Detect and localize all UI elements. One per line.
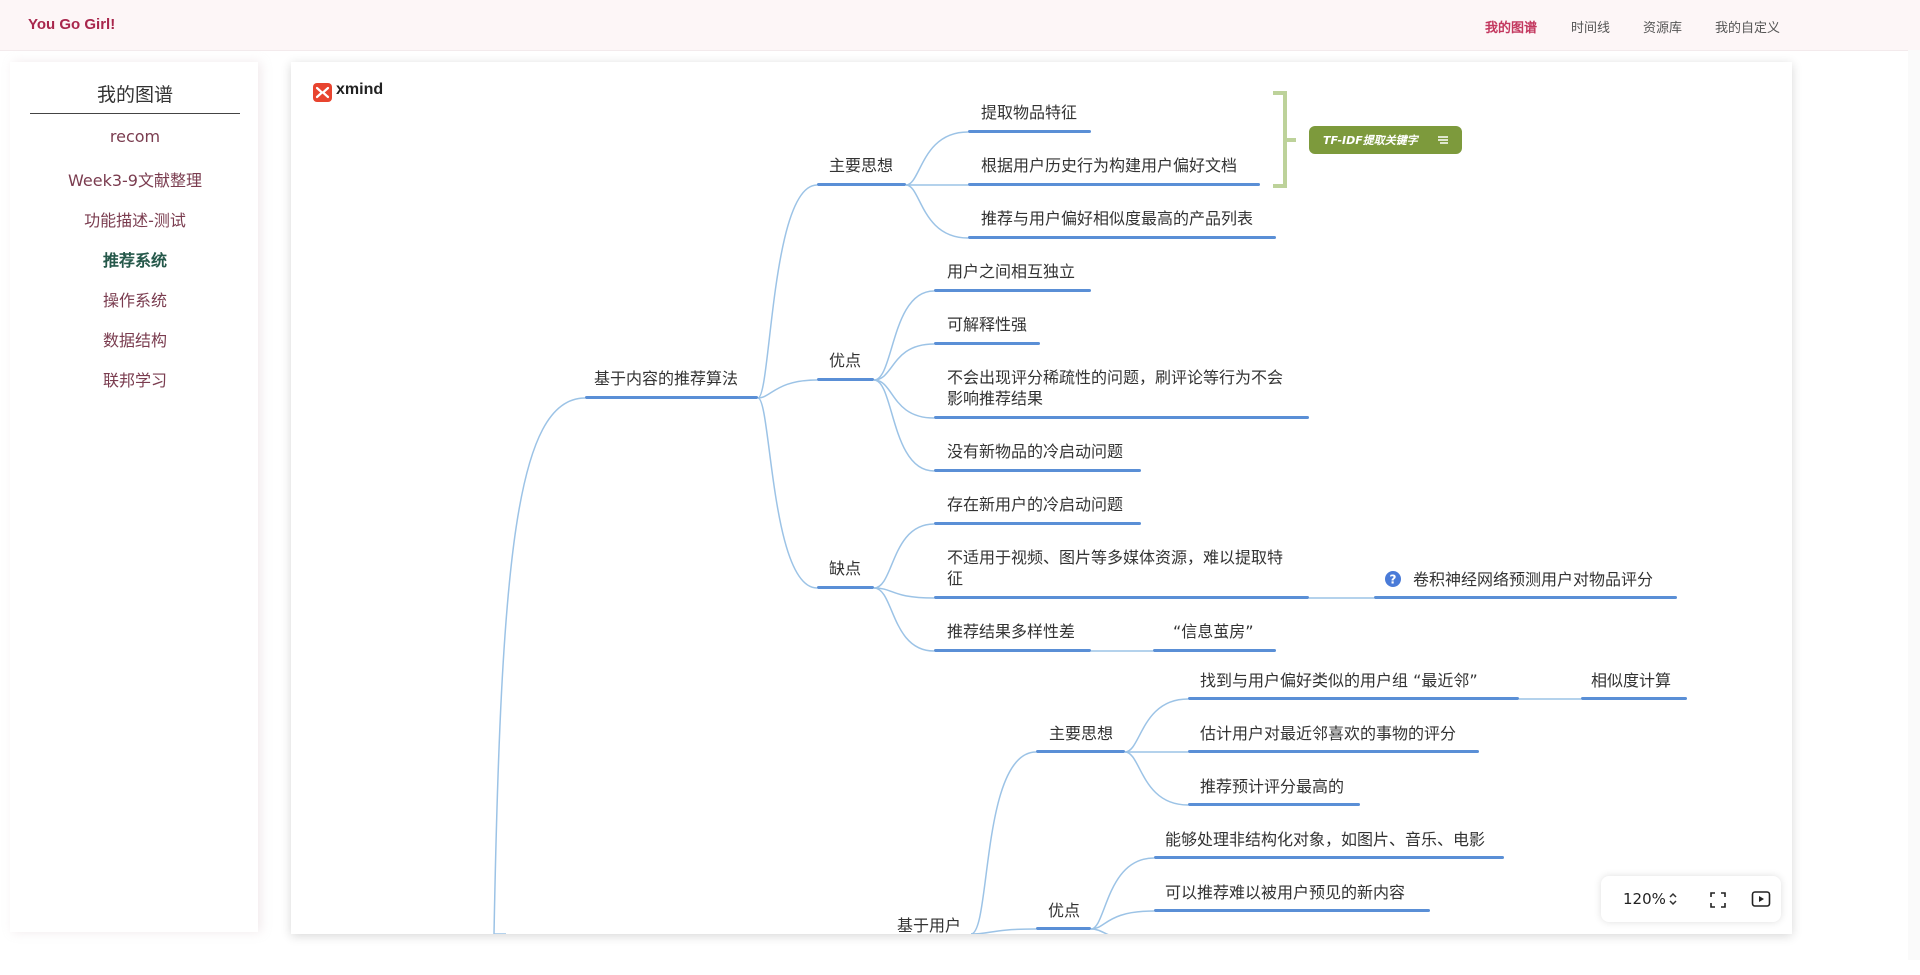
topic-build-profile[interactable]: 根据用户历史行为构建用户偏好文档 (981, 156, 1238, 175)
zoom-toolbar: 120% (1601, 876, 1781, 922)
underline-main-idea (817, 183, 906, 186)
topic-main-idea[interactable]: 主要思想 (829, 156, 894, 175)
chevron-up-down-icon[interactable] (1667, 890, 1679, 908)
summary-bracket (1273, 91, 1296, 188)
topic-no-sparsity-line2[interactable]: 影响推荐结果 (947, 389, 1044, 408)
topic-cnn[interactable]: 卷积神经网络预测用户对物品评分 (1413, 570, 1654, 589)
sidebar-item-data-structures[interactable]: 数据结构 (102, 331, 167, 350)
topic-independent[interactable]: 用户之间相互独立 (947, 262, 1076, 281)
topic-media-line2[interactable]: 征 (947, 569, 964, 588)
topic-estimate[interactable]: 估计用户对最近邻喜欢的事物的评分 (1200, 724, 1457, 743)
xmind-logo-icon (313, 83, 332, 102)
topic-no-sparsity-line1[interactable]: 不会出现评分稀疏性的问题，刷评论等行为不会 (947, 368, 1284, 387)
topic-info-cocoon[interactable]: “信息茧房” (1173, 622, 1254, 641)
topic-extract-features[interactable]: 提取物品特征 (981, 103, 1078, 122)
summary-topic-label: TF-IDF提取关键字 (1323, 134, 1418, 147)
summary-topic-tfidf[interactable]: TF-IDF提取关键字 (1309, 126, 1462, 154)
underline-disadvantages (817, 586, 874, 589)
sidebar-divider (30, 113, 240, 114)
topic-new-user-cold[interactable]: 存在新用户的冷启动问题 (947, 495, 1124, 514)
fullscreen-icon[interactable] (1709, 891, 1727, 909)
topic-no-cold-start[interactable]: 没有新物品的冷启动问题 (947, 442, 1124, 461)
topic-recommend-top[interactable]: 推荐预计评分最高的 (1200, 777, 1345, 796)
underline-interpretable (934, 342, 1040, 345)
topic-media-line1[interactable]: 不适用于视频、图片等多媒体资源，难以提取特 (947, 548, 1284, 567)
topic-ub-advantages[interactable]: 优点 (1048, 901, 1081, 920)
sidebar-item-week3-9[interactable]: Week3-9文献整理 (68, 171, 202, 190)
xmind-logo-text: xmind (336, 81, 384, 98)
underline-content-based (585, 396, 758, 399)
topic-advantages[interactable]: 优点 (829, 351, 862, 370)
sidebar-item-recommender[interactable]: 推荐系统 (102, 251, 167, 270)
notes-icon[interactable] (1437, 134, 1449, 146)
underline-diversity (934, 649, 1091, 652)
topic-disadvantages[interactable]: 缺点 (829, 559, 862, 578)
sidebar-item-federated[interactable]: 联邦学习 (102, 371, 167, 390)
topic-content-based[interactable]: 基于内容的推荐算法 (594, 369, 739, 388)
underline-no-sparsity (934, 416, 1309, 419)
underline-find-neighbors (1188, 697, 1519, 700)
sidebar-item-recom[interactable]: recom (109, 127, 161, 146)
page-scrollbar[interactable] (1908, 50, 1920, 960)
topic-low-diversity[interactable]: 推荐结果多样性差 (947, 622, 1076, 641)
nav-timeline[interactable]: 时间线 (1571, 21, 1611, 36)
underline-novel (1154, 909, 1430, 912)
topic-unstructured[interactable]: 能够处理非结构化对象，如图片、音乐、电影 (1165, 830, 1486, 849)
underline-cnn (1374, 596, 1677, 599)
underline-estimate (1188, 750, 1479, 753)
mindmap-branches: ? (493, 91, 1687, 934)
sidebar-item-os[interactable]: 操作系统 (102, 291, 167, 310)
underline-no-cold-start (934, 469, 1141, 472)
sidebar-title: 我的图谱 (96, 84, 173, 106)
underline-similarity (1581, 697, 1687, 700)
underline-independent (934, 289, 1091, 292)
nav-resources[interactable]: 资源库 (1643, 21, 1683, 36)
presentation-play-icon[interactable] (1751, 890, 1771, 908)
top-navbar: You Go Girl! 我的图谱 时间线 资源库 我的自定义 (0, 0, 1920, 51)
topic-user-based[interactable]: 基于用户 (897, 916, 962, 934)
topic-recommend-similar[interactable]: 推荐与用户偏好相似度最高的产品列表 (981, 209, 1254, 228)
underline-advantages (817, 378, 874, 381)
underline-media (934, 596, 1309, 599)
svg-text:?: ? (1390, 573, 1397, 587)
underline-extract (968, 130, 1091, 133)
mindmap-canvas[interactable]: xmind (291, 62, 1792, 934)
underline-ub-advantages (1036, 927, 1091, 930)
topic-find-neighbors[interactable]: 找到与用户偏好类似的用户组 “最近邻” (1200, 671, 1478, 690)
brand-logo[interactable]: You Go Girl! (28, 16, 116, 33)
sidebar-item-feature-test[interactable]: 功能描述-测试 (84, 211, 186, 230)
underline-recommend-top (1188, 803, 1360, 806)
underline-cocoon (1153, 649, 1276, 652)
zoom-level[interactable]: 120% (1623, 890, 1666, 908)
sidebar: 我的图谱 recom Week3-9文献整理 功能描述-测试 推荐系统 操作系统… (10, 62, 258, 932)
topic-similarity[interactable]: 相似度计算 (1591, 671, 1672, 690)
question-icon[interactable]: ? (1385, 571, 1401, 587)
topic-ub-main-idea[interactable]: 主要思想 (1049, 724, 1114, 743)
underline-ub-main (1036, 750, 1125, 753)
nav-custom[interactable]: 我的自定义 (1715, 21, 1781, 36)
topic-interpretable[interactable]: 可解释性强 (947, 315, 1028, 334)
nav-my-graph[interactable]: 我的图谱 (1485, 21, 1538, 36)
underline-unstructured (1154, 856, 1504, 859)
underline-profile (968, 183, 1260, 186)
topic-novel[interactable]: 可以推荐难以被用户预见的新内容 (1165, 883, 1406, 902)
underline-new-user (934, 522, 1141, 525)
underline-recommend-similar (968, 236, 1276, 239)
